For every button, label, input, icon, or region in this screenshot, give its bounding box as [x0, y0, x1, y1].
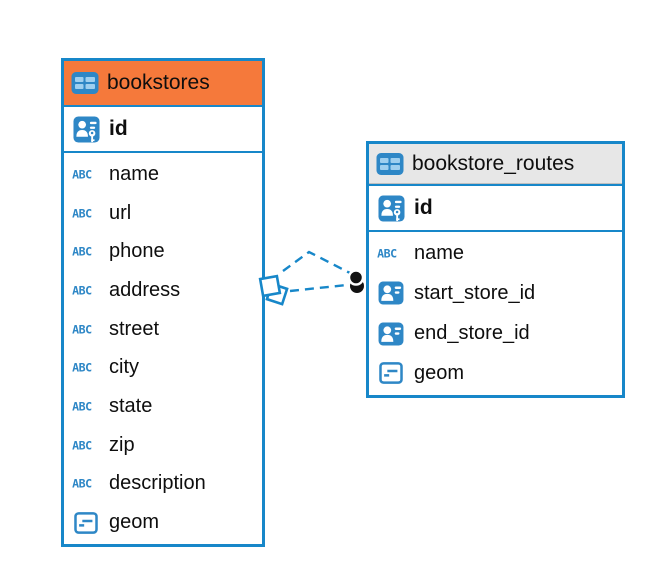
column-name: phone	[109, 240, 165, 263]
text-abc-icon	[72, 439, 100, 452]
column-row[interactable]: phone	[64, 232, 262, 271]
relationship-line-lower[interactable]	[289, 283, 348, 293]
table-title: bookstore_routes	[412, 152, 575, 175]
column-name: name	[109, 162, 160, 185]
column-row[interactable]: end_store_id	[369, 314, 622, 354]
table-bookstore-routes[interactable]: bookstore_routes id name start_store_id …	[366, 141, 625, 398]
columns-section: name start_store_id end_store_id geom	[369, 232, 622, 395]
column-row[interactable]: zip	[64, 426, 262, 465]
column-row[interactable]: street	[64, 310, 262, 349]
text-abc-icon	[72, 477, 100, 490]
column-row[interactable]: geom	[64, 503, 262, 542]
column-name: end_store_id	[414, 322, 530, 345]
primary-key-section: id	[369, 184, 622, 232]
column-row[interactable]: url	[64, 194, 262, 233]
column-row[interactable]: id	[64, 107, 262, 151]
column-row[interactable]: geom	[369, 354, 622, 393]
column-name: address	[109, 278, 181, 301]
column-row[interactable]: id	[369, 186, 622, 230]
geometry-icon	[377, 362, 405, 384]
column-row[interactable]: address	[64, 271, 262, 310]
geometry-icon	[72, 512, 100, 534]
text-abc-icon	[72, 168, 100, 181]
table-icon	[71, 71, 99, 95]
table-bookstores-header[interactable]: bookstores	[64, 61, 262, 105]
text-abc-icon	[72, 245, 100, 258]
text-abc-icon	[72, 207, 100, 220]
primary-key-section: id	[64, 105, 262, 153]
person-icon	[377, 281, 405, 305]
table-bookstore-routes-header[interactable]: bookstore_routes	[369, 144, 622, 184]
column-name: id	[109, 117, 128, 140]
person-key-icon	[377, 195, 405, 222]
columns-section: name url phone address street city state…	[64, 153, 262, 544]
column-name: start_store_id	[414, 281, 536, 304]
relationship-line-upper[interactable]	[282, 250, 351, 275]
table-icon	[376, 152, 404, 176]
column-row[interactable]: name	[369, 234, 622, 273]
text-abc-icon	[72, 400, 100, 413]
column-name: id	[414, 196, 433, 219]
text-abc-icon	[72, 361, 100, 374]
column-row[interactable]: start_store_id	[369, 273, 622, 313]
column-row[interactable]: city	[64, 349, 262, 388]
relationship-target-marker[interactable]	[347, 269, 365, 294]
table-bookstores[interactable]: bookstores id name url phone address str…	[61, 58, 265, 547]
column-name: city	[109, 356, 139, 379]
column-name: zip	[109, 433, 135, 456]
column-name: geom	[109, 511, 160, 534]
text-abc-icon	[72, 323, 100, 336]
column-row[interactable]: description	[64, 465, 262, 504]
column-name: geom	[414, 361, 465, 384]
column-row[interactable]: name	[64, 155, 262, 194]
person-icon	[377, 322, 405, 346]
person-key-icon	[72, 116, 100, 143]
column-name: street	[109, 317, 160, 340]
table-title: bookstores	[107, 71, 210, 94]
text-abc-icon	[72, 284, 100, 297]
column-name: state	[109, 395, 153, 418]
column-row[interactable]: state	[64, 387, 262, 426]
text-abc-icon	[377, 247, 405, 260]
column-name: name	[414, 242, 465, 265]
column-name: url	[109, 201, 132, 224]
column-name: description	[109, 472, 206, 495]
